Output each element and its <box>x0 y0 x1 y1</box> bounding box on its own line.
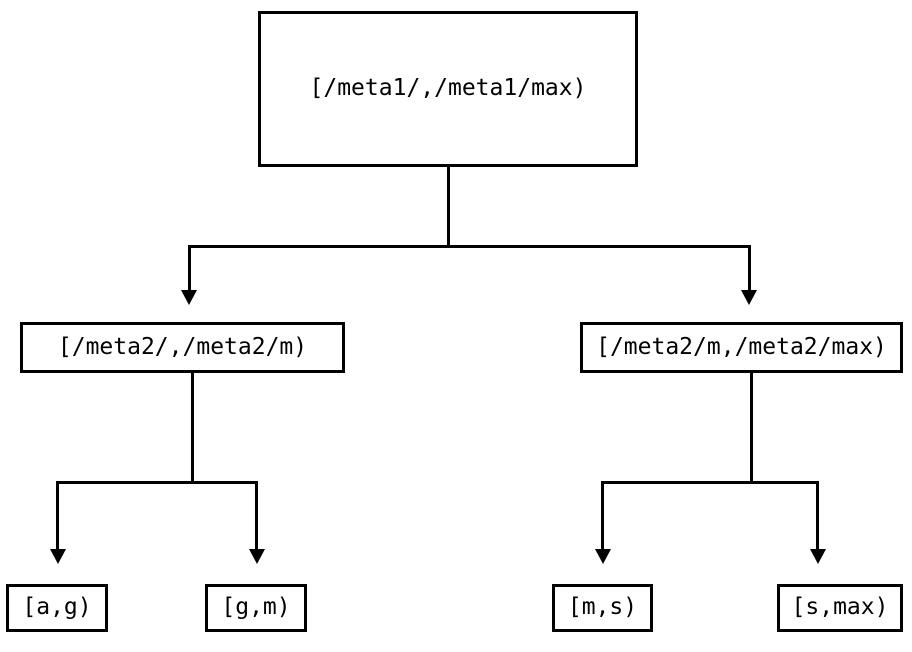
node-root-label: [/meta1/,/meta1/max) <box>309 75 587 102</box>
node-leaf-ms-label: [m,s) <box>567 594 638 621</box>
node-leaf-smax[interactable]: [s,max) <box>777 584 903 632</box>
node-leaf-ag[interactable]: [a,g) <box>6 584 108 632</box>
arrowhead-meta2-low-to-leaf-ag-icon <box>50 549 66 564</box>
edge-meta2-high-bus <box>601 481 819 484</box>
node-leaf-gm[interactable]: [g,m) <box>205 584 307 632</box>
edge-meta2-high-stem <box>750 373 753 484</box>
edge-root-bus <box>188 245 751 248</box>
node-leaf-ms[interactable]: [m,s) <box>552 584 653 632</box>
edge-meta2-low-stem <box>191 373 194 484</box>
node-meta2-high[interactable]: [/meta2/m,/meta2/max) <box>580 322 903 373</box>
arrowhead-meta2-low-to-leaf-gm-icon <box>249 549 265 564</box>
node-meta2-low-label: [/meta2/,/meta2/m) <box>57 333 308 360</box>
edge-root-to-meta2-high-drop <box>748 245 751 292</box>
arrowhead-meta2-high-to-leaf-ms-icon <box>595 549 611 564</box>
edge-root-stem <box>447 167 450 248</box>
edge-meta2-low-to-leaf-gm-drop <box>255 481 258 551</box>
node-leaf-smax-label: [s,max) <box>791 594 889 621</box>
node-root[interactable]: [/meta1/,/meta1/max) <box>258 11 638 167</box>
edge-meta2-high-to-leaf-ms-drop <box>601 481 604 551</box>
edge-meta2-high-to-leaf-smax-drop <box>816 481 819 551</box>
node-meta2-high-label: [/meta2/m,/meta2/max) <box>596 333 887 360</box>
edge-root-to-meta2-low-drop <box>188 245 191 292</box>
arrowhead-root-to-meta2-low-icon <box>181 290 197 305</box>
node-leaf-gm-label: [g,m) <box>221 594 291 621</box>
arrowhead-root-to-meta2-high-icon <box>741 290 757 305</box>
arrowhead-meta2-high-to-leaf-smax-icon <box>810 549 826 564</box>
node-leaf-ag-label: [a,g) <box>22 594 92 621</box>
node-meta2-low[interactable]: [/meta2/,/meta2/m) <box>20 322 345 373</box>
edge-meta2-low-bus <box>56 481 258 484</box>
edge-meta2-low-to-leaf-ag-drop <box>56 481 59 551</box>
